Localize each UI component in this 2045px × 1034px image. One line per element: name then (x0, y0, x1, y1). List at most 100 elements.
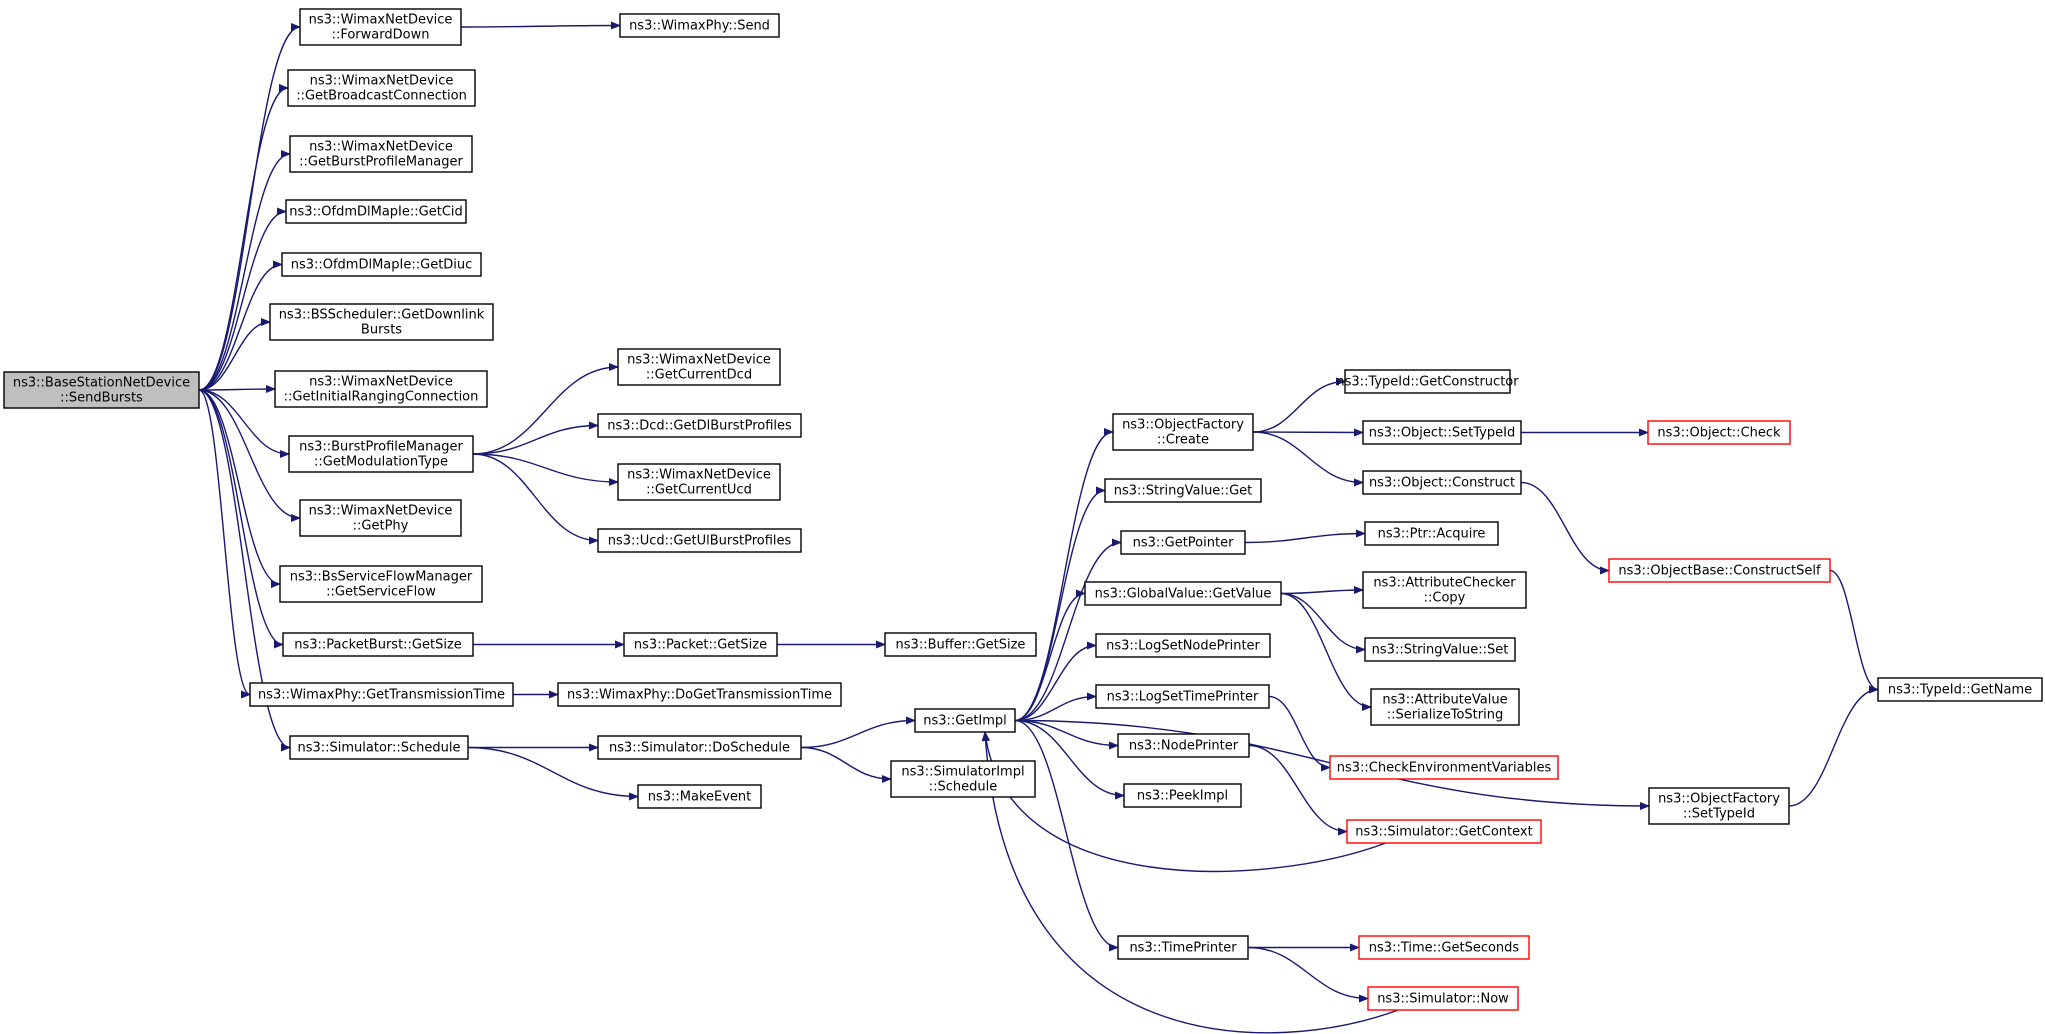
node-label: ns3::Dcd::GetDlBurstProfiles (607, 419, 792, 434)
node-ns3-object-construct[interactable]: ns3::Object::Construct (1362, 470, 1522, 495)
node-box (269, 303, 494, 341)
node-ns3-buffer-getsize[interactable]: ns3::Buffer::GetSize (884, 632, 1037, 657)
node-label: ns3::TypeId::GetConstructor (1336, 375, 1519, 390)
node-ns3-objectbase-constructself[interactable]: ns3::ObjectBase::ConstructSelf (1608, 558, 1831, 583)
node-ns3-logsetnodeprinter[interactable]: ns3::LogSetNodePrinter (1095, 633, 1271, 658)
node-label: ns3::BaseStationNetDevice (13, 376, 190, 391)
node-ns3-packetburst-getsize[interactable]: ns3::PacketBurst::GetSize (282, 632, 474, 657)
edge-root-to-pb_getsize (198, 389, 284, 649)
node-label: ::GetInitialRangingConnection (284, 390, 479, 405)
edge-doschedule-to-simimpl_schedule (800, 746, 892, 783)
node-ns3-wimaxnetdevice-forwarddown[interactable]: ns3::WimaxNetDevice::ForwardDown (299, 8, 462, 46)
node-ns3-simulatorimpl-schedule[interactable]: ns3::SimulatorImpl::Schedule (890, 760, 1036, 798)
node-ns3-wimaxphy-dogettransmissiontime[interactable]: ns3::WimaxPhy::DoGetTransmissionTime (557, 682, 842, 707)
node-ns3-basestationnetdevice-sendbursts[interactable]: ns3::BaseStationNetDevice::SendBursts (3, 371, 200, 409)
node-box (1648, 787, 1790, 825)
node-ns3-attributechecker-copy[interactable]: ns3::AttributeChecker::Copy (1362, 571, 1527, 609)
node-ns3-ofdmdlmapie-getcid[interactable]: ns3::OfdmDlMapIe::GetCid (285, 199, 467, 224)
node-ns3-object-check[interactable]: ns3::Object::Check (1647, 420, 1791, 445)
node-ns3-getpointer[interactable]: ns3::GetPointer (1120, 530, 1246, 555)
node-ns3-wimaxnetdevice-getbroadcastconnection[interactable]: ns3::WimaxNetDevice::GetBroadcastConnect… (287, 69, 476, 107)
node-ns3-objectfactory-create[interactable]: ns3::ObjectFactory::Create (1112, 413, 1254, 451)
node-ns3-timeprinter[interactable]: ns3::TimePrinter (1117, 935, 1249, 960)
node-label: ns3::WimaxNetDevice (309, 375, 453, 390)
node-ns3-burstprofilemanager-getmodulationtype[interactable]: ns3::BurstProfileManager::GetModulationT… (288, 435, 474, 473)
node-box (274, 370, 488, 408)
node-ns3-bsserviceflowmanager-getserviceflow[interactable]: ns3::BsServiceFlowManager::GetServiceFlo… (279, 565, 483, 603)
node-ns3-nodeprinter[interactable]: ns3::NodePrinter (1117, 733, 1250, 758)
edge-gv_getvalue-to-attrvalue_ser (1280, 592, 1372, 711)
node-ns3-simulator-schedule[interactable]: ns3::Simulator::Schedule (289, 735, 469, 760)
node-ns3-simulator-doschedule[interactable]: ns3::Simulator::DoSchedule (597, 735, 802, 760)
node-label: ns3::Simulator::Schedule (297, 741, 460, 756)
node-label: ns3::NodePrinter (1129, 739, 1239, 754)
node-ns3-object-settypeid[interactable]: ns3::Object::SetTypeId (1362, 420, 1522, 445)
node-ns3-peekimpl[interactable]: ns3::PeekImpl (1123, 783, 1242, 808)
node-ns3-wimaxnetdevice-getburstprofilemanager[interactable]: ns3::WimaxNetDevice::GetBurstProfileMana… (289, 135, 473, 173)
node-ns3-packet-getsize[interactable]: ns3::Packet::GetSize (623, 632, 778, 657)
node-label: ns3::ObjectFactory (1658, 792, 1780, 807)
node-box (1647, 420, 1791, 445)
node-ns3-wimaxnetdevice-getphy[interactable]: ns3::WimaxNetDevice::GetPhy (299, 499, 462, 537)
node-box (597, 528, 802, 553)
node-label: ns3::GetPointer (1133, 536, 1234, 551)
node-label: ns3::BSScheduler::GetDownlink (279, 308, 485, 323)
node-ns3-stringvalue-set[interactable]: ns3::StringValue::Set (1364, 637, 1516, 662)
node-label: ns3::Ptr::Acquire (1378, 527, 1486, 542)
node-box (1095, 684, 1270, 709)
node-label: ::GetPhy (353, 519, 409, 534)
node-ns3-simulator-now[interactable]: ns3::Simulator::Now (1367, 986, 1519, 1011)
node-box (1104, 478, 1262, 503)
node-ns3-checkenvironmentvariables[interactable]: ns3::CheckEnvironmentVariables (1329, 755, 1559, 780)
node-ns3-ofdmdlmapie-getdiuc[interactable]: ns3::OfdmDlMapIe::GetDiuc (281, 252, 482, 277)
node-ns3-ucd-getulburstprofiles[interactable]: ns3::Ucd::GetUlBurstProfiles (597, 528, 802, 553)
node-label: ns3::ObjectFactory (1122, 418, 1244, 433)
node-label: ns3::LogSetNodePrinter (1106, 639, 1260, 654)
node-label: ns3::GetImpl (923, 714, 1007, 729)
node-ns3-stringvalue-get[interactable]: ns3::StringValue::Get (1104, 478, 1262, 503)
node-ns3-wimaxphy-gettransmissiontime[interactable]: ns3::WimaxPhy::GetTransmissionTime (249, 682, 514, 707)
node-label: ns3::WimaxNetDevice (309, 504, 453, 519)
node-box (1117, 733, 1250, 758)
node-ns3-wimaxphy-send[interactable]: ns3::WimaxPhy::Send (619, 13, 780, 38)
node-ns3-wimaxnetdevice-getcurrentdcd[interactable]: ns3::WimaxNetDevice::GetCurrentDcd (617, 348, 781, 386)
edge-forwarddown-to-phy_send (460, 21, 621, 30)
node-box (1367, 986, 1519, 1011)
node-ns3-typeid-getname[interactable]: ns3::TypeId::GetName (1877, 677, 2043, 702)
edge-getmodtype-to-getulburst (472, 453, 599, 545)
node-ns3-objectfactory-settypeid[interactable]: ns3::ObjectFactory::SetTypeId (1648, 787, 1790, 825)
node-label: ns3::WimaxPhy::GetTransmissionTime (258, 688, 505, 703)
node-box (597, 413, 802, 438)
edge-getpointer-to-ptr_acquire (1244, 529, 1366, 544)
node-label: ns3::StringValue::Set (1372, 643, 1509, 658)
edge-of_create-to-typeid_getctor (1252, 377, 1346, 433)
node-ns3-getimpl[interactable]: ns3::GetImpl (914, 708, 1016, 733)
node-box (1117, 935, 1249, 960)
node-ns3-wimaxnetdevice-getcurrentucd[interactable]: ns3::WimaxNetDevice::GetCurrentUcd (617, 463, 781, 501)
node-label: ns3::WimaxNetDevice (627, 353, 771, 368)
node-ns3-time-getseconds[interactable]: ns3::Time::GetSeconds (1358, 935, 1530, 960)
node-ns3-simulator-getcontext[interactable]: ns3::Simulator::GetContext (1346, 819, 1542, 844)
node-label: ::GetBurstProfileManager (299, 155, 463, 170)
node-ns3-logsettimeprinter[interactable]: ns3::LogSetTimePrinter (1095, 684, 1270, 709)
edge-getimpl-to-of_create (1014, 428, 1114, 722)
node-box (1344, 369, 1511, 394)
edge-nodeprinter-to-sim_getcontext (1248, 744, 1348, 836)
node-ns3-makeevent[interactable]: ns3::MakeEvent (637, 784, 762, 809)
node-label: ::SerializeToString (1387, 708, 1503, 723)
edge-objbase_constructself-to-typeid_getname (1829, 569, 1879, 694)
node-ns3-attributevalue-serializetostring[interactable]: ns3::AttributeValue::SerializeToString (1370, 688, 1520, 726)
edge-root-to-getmodtype (198, 389, 290, 458)
node-label: ns3::AttributeChecker (1373, 576, 1516, 591)
node-box (299, 8, 462, 46)
nodes-layer: ns3::BaseStationNetDevice::SendBurstsns3… (3, 8, 2043, 1011)
node-ns3-dcd-getdlburstprofiles[interactable]: ns3::Dcd::GetDlBurstProfiles (597, 413, 802, 438)
node-ns3-ptr-acquire[interactable]: ns3::Ptr::Acquire (1364, 521, 1499, 546)
node-box (597, 735, 802, 760)
edge-doschedule-to-getimpl (800, 716, 916, 749)
node-ns3-typeid-getconstructor[interactable]: ns3::TypeId::GetConstructor (1336, 369, 1519, 394)
node-ns3-wimaxnetdevice-getinitialrangingconnection[interactable]: ns3::WimaxNetDevice::GetInitialRangingCo… (274, 370, 488, 408)
node-label: ns3::GlobalValue::GetValue (1095, 587, 1272, 602)
node-ns3-globalvalue-getvalue[interactable]: ns3::GlobalValue::GetValue (1084, 581, 1282, 606)
